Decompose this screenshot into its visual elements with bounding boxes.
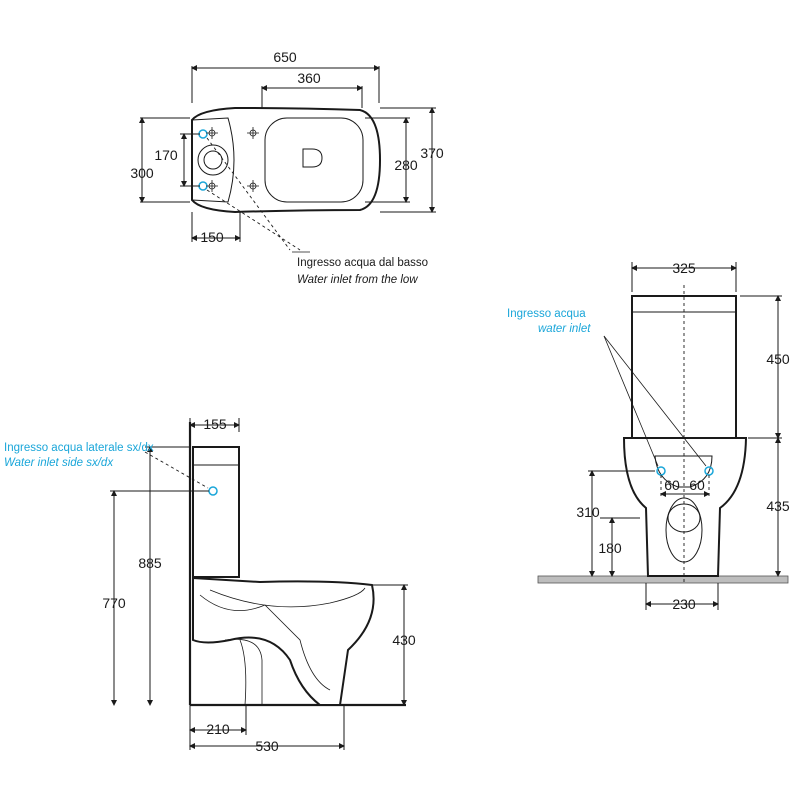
top-view-tank	[191, 117, 235, 203]
dim-bowl-height: 430	[392, 632, 416, 648]
note-inlet-side-it: Ingresso acqua laterale sx/dx	[4, 442, 154, 454]
dim-inlet-right: 60	[689, 477, 705, 493]
note-inlet-bottom-en: Water inlet from the low	[297, 274, 418, 286]
dim-seat-width: 280	[394, 157, 418, 173]
dim-height-310: 310	[576, 504, 600, 520]
dim-bowl-height: 435	[766, 498, 790, 514]
top-view-valve-inner	[203, 150, 223, 170]
dim-overall-length: 650	[273, 49, 297, 65]
dim-tank-width: 325	[672, 260, 696, 276]
dim-inlet-height: 770	[102, 595, 126, 611]
side-view-tank	[192, 446, 240, 578]
dim-overall-depth: 530	[255, 738, 279, 754]
dim-tank-height: 450	[766, 351, 790, 367]
front-view-bowl	[622, 437, 748, 577]
dim-inlet-offset: 150	[200, 229, 224, 245]
top-view-valve-outer	[197, 144, 229, 176]
side-view-tank-lid	[192, 446, 240, 466]
dim-outlet-distance: 210	[206, 721, 230, 737]
dim-base-width: 230	[672, 596, 696, 612]
top-view: 650 360 170 300 280 370 150 Ingresso acq…	[130, 49, 444, 286]
fixing-cross-icon	[206, 127, 259, 192]
dim-overall-width: 300	[130, 165, 154, 181]
dim-bowl-width: 370	[420, 145, 444, 161]
dim-total-height: 885	[138, 555, 162, 571]
side-view-bowl	[192, 576, 375, 706]
dim-tank-top: 155	[203, 416, 227, 432]
top-view-outline	[191, 106, 382, 214]
floor	[537, 575, 789, 584]
note-inlet-side-en: Water inlet side sx/dx	[4, 457, 114, 469]
dim-seat-length: 360	[297, 70, 321, 86]
dim-tank-height: 170	[154, 147, 178, 163]
top-view-seat	[264, 117, 364, 203]
dim-height-180: 180	[598, 540, 622, 556]
dim-inlet-left: 60	[664, 477, 680, 493]
note-inlet-front-it: Ingresso acqua	[507, 308, 586, 320]
front-view: 325 450 435 60 60 310 180 230 Ingresso a…	[507, 260, 790, 612]
note-inlet-front-en: water inlet	[538, 323, 591, 335]
note-inlet-bottom-it: Ingresso acqua dal basso	[297, 257, 428, 269]
top-view-seat-handle	[302, 148, 323, 168]
side-view: 155 885 770 430 210 530 Ingresso acqua l…	[4, 416, 416, 754]
